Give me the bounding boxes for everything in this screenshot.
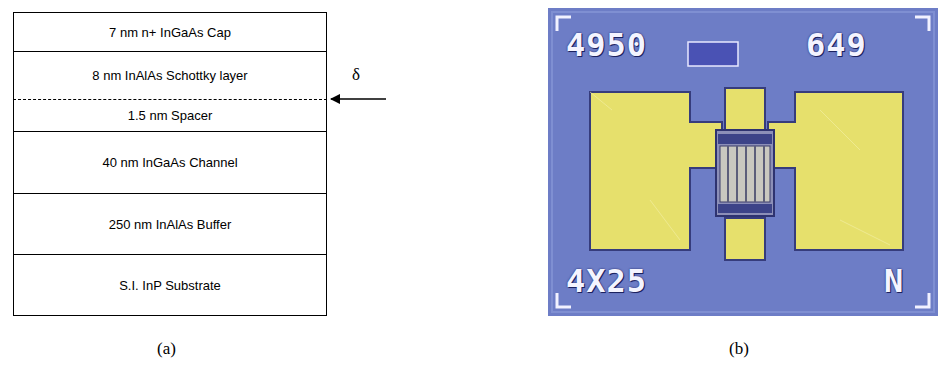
layer-label: 250 nm InAlAs Buffer [103, 217, 238, 232]
layer-label: 1.5 nm Spacer [122, 108, 219, 123]
layer-box: S.I. InP Substrate [13, 255, 327, 316]
layer-label: S.I. InP Substrate [113, 278, 227, 293]
delta-arrow [331, 98, 386, 99]
layer-box: 250 nm InAlAs Buffer [13, 194, 327, 255]
subfigure-label: (b) [729, 340, 749, 359]
subfigure-label: (a) [157, 340, 176, 359]
device-type: N [884, 264, 904, 299]
chip-number: 649 [806, 28, 867, 63]
chip-photo [548, 8, 938, 316]
layer-box: 40 nm InGaAs Channel [13, 132, 327, 194]
device-size: 4X25 [566, 264, 647, 299]
doping-delta-label: δ [352, 66, 360, 85]
layer-box: 1.5 nm Spacer [13, 99, 327, 132]
layer-label: 8 nm InAlAs Schottky layer [86, 68, 253, 83]
layer-label: 40 nm InGaAs Channel [96, 155, 243, 170]
layer-label: 7 nm n+ InGaAs Cap [103, 25, 237, 40]
layer-box: 7 nm n+ InGaAs Cap [13, 12, 327, 52]
chip-number: 4950 [566, 28, 647, 63]
layer-box: 8 nm InAlAs Schottky layer [13, 52, 327, 99]
